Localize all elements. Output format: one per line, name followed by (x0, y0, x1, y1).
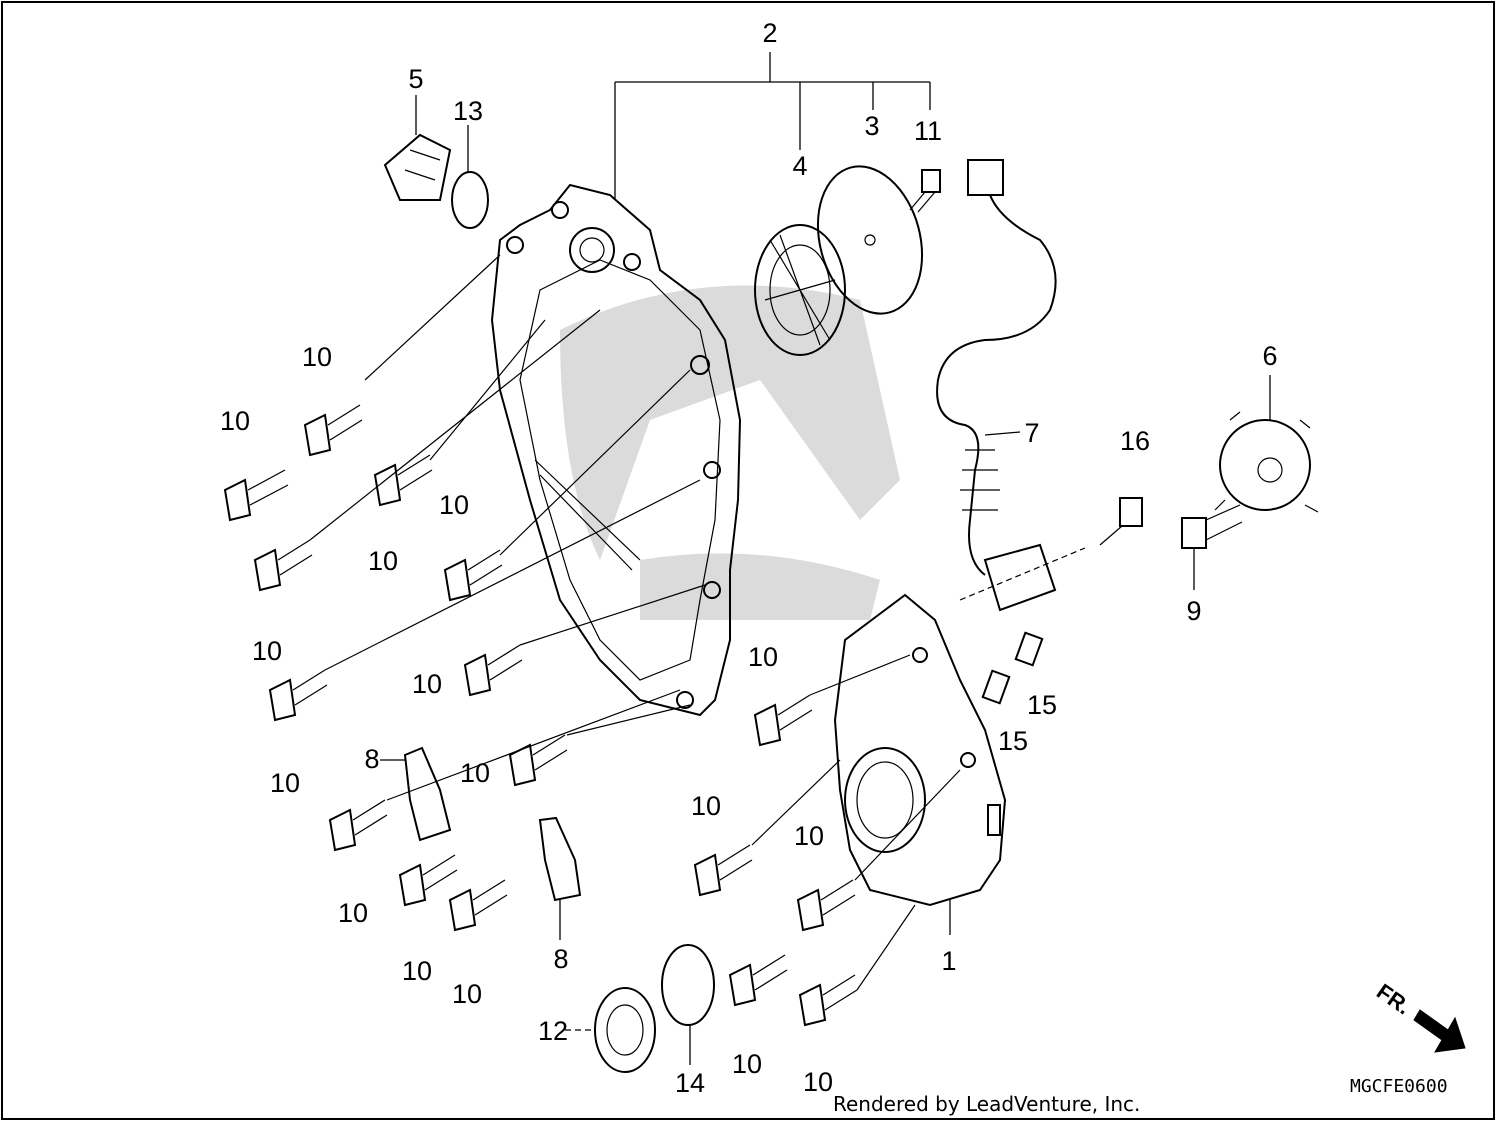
wire-clamp-b (538, 816, 582, 940)
callout-11: 11 (914, 116, 942, 146)
bolt-11 (909, 169, 941, 213)
callout-13: 13 (453, 96, 483, 126)
front-arrow-icon (1413, 1009, 1466, 1053)
wire-clamp-a (380, 746, 452, 842)
callout-16: 16 (1120, 426, 1150, 456)
gasket-plate (816, 165, 924, 315)
callout-10b: 10 (302, 342, 332, 372)
callout-10g: 10 (270, 768, 300, 798)
callout-10c: 10 (368, 546, 398, 576)
callout-4: 4 (792, 151, 807, 181)
left-crankcase-cover (490, 183, 742, 717)
callout-10i: 10 (338, 898, 368, 928)
callout-1: 1 (941, 946, 956, 976)
timing-cap (565, 987, 656, 1073)
sensor-wire-harness (936, 159, 1086, 612)
filler-cap (383, 95, 452, 201)
callout-10k: 10 (452, 979, 482, 1009)
o-ring-14 (661, 944, 715, 1065)
pulser-rotor (1214, 375, 1319, 513)
callout-14: 14 (675, 1068, 705, 1098)
callout-10o: 10 (732, 1049, 762, 1079)
callout-8b: 8 (553, 944, 568, 974)
callout-12: 12 (538, 1016, 568, 1046)
o-ring-13 (451, 125, 489, 229)
flange-bolts (223, 254, 961, 1027)
side-cover (833, 593, 1007, 935)
callout-10m: 10 (691, 791, 721, 821)
callout-3: 3 (864, 111, 879, 141)
callout-15a: 15 (998, 726, 1028, 756)
callout-15b: 15 (1027, 690, 1057, 720)
part-2-bracket (614, 52, 931, 200)
callout-10h: 10 (460, 758, 490, 788)
callout-10f: 10 (412, 669, 442, 699)
callout-10d: 10 (439, 490, 469, 520)
callout-6: 6 (1262, 341, 1277, 371)
callout-9: 9 (1186, 596, 1201, 626)
callout-10p: 10 (803, 1067, 833, 1097)
callout-10j: 10 (402, 956, 432, 986)
callout-7: 7 (1024, 418, 1039, 448)
stator (754, 224, 846, 356)
callout-8a: 8 (364, 744, 379, 774)
callout-10a: 10 (220, 406, 250, 436)
callout-2: 2 (762, 18, 777, 48)
callout-5: 5 (408, 64, 423, 94)
bolt-9 (1181, 504, 1243, 590)
callout-labels: 1 2 3 4 5 6 7 8 8 9 10 10 10 10 10 10 10… (220, 18, 1278, 1098)
dowel-pins (981, 631, 1044, 705)
rendered-by-credit: Rendered by LeadVenture, Inc. (833, 1092, 1141, 1116)
bolt-16 (1099, 497, 1143, 546)
callout-10n: 10 (794, 821, 824, 851)
fr-label: FR. (1372, 979, 1415, 1020)
callout-10e: 10 (252, 636, 282, 666)
callout-10l: 10 (748, 642, 778, 672)
diagram-code: MGCFE0600 (1350, 1076, 1448, 1097)
front-direction-indicator: FR. (1372, 979, 1466, 1053)
